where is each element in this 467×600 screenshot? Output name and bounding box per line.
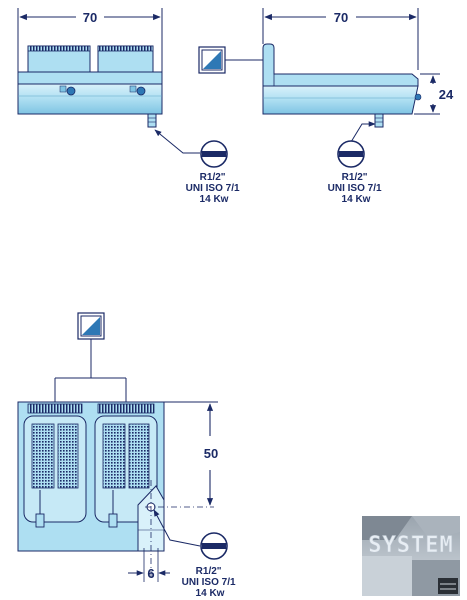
watermark-text: SYSTEM	[368, 533, 453, 558]
top-gas-spec-line3: 14 Kw	[196, 588, 225, 599]
front-gas-connector	[147, 113, 157, 128]
top-basket-4	[128, 423, 150, 489]
top-depth-value: 50	[204, 446, 218, 461]
front-knob-right	[136, 86, 146, 96]
top-basket-1	[31, 423, 55, 489]
front-gas-spec-line2: UNI ISO 7/1	[186, 183, 240, 194]
front-basket-left	[27, 45, 91, 77]
top-gas-spec-line2: UNI ISO 7/1	[182, 577, 236, 588]
front-knob-left	[66, 86, 76, 96]
top-basket-2	[57, 423, 79, 489]
side-gas-symbol-icon	[337, 140, 365, 168]
side-gas-spec-line1: R1/2"	[342, 172, 368, 183]
top-handle-right	[108, 513, 118, 528]
front-top-rim	[17, 71, 163, 85]
side-width-value: 70	[334, 10, 348, 25]
top-vent-right	[97, 403, 155, 414]
top-gas-spec: R1/2" UNI ISO 7/1 14 Kw	[182, 566, 239, 599]
side-thermostat-symbol-icon	[198, 46, 226, 74]
top-offset-dimension: 6	[128, 548, 170, 582]
side-height-dimension: 24	[414, 73, 454, 115]
side-width-dimension: 70	[262, 8, 419, 70]
front-gas-symbol-icon	[200, 140, 228, 168]
side-gas-spec-line3: 14 Kw	[342, 194, 371, 205]
top-depth-dimension: 50	[164, 401, 218, 506]
front-width-dimension: 70	[17, 8, 163, 72]
side-view: 70 24 R1/2	[198, 8, 454, 205]
front-gas-spec-line1: R1/2"	[200, 172, 226, 183]
top-view: 50 6 R1/2" UNI ISO 7/1 14 Kw	[17, 312, 239, 599]
top-handle-left	[35, 513, 45, 528]
front-basket-right	[97, 45, 154, 77]
side-body-top	[262, 43, 419, 87]
system-watermark-logo: SYSTEM	[362, 516, 460, 596]
top-gas-spec-line1: R1/2"	[196, 566, 222, 577]
side-body-panel	[262, 85, 419, 115]
side-gas-spec: R1/2" UNI ISO 7/1 14 Kw	[328, 172, 385, 205]
front-view: 70 R1/2" UNI ISO 7/1	[17, 8, 243, 205]
top-burner-box	[137, 485, 165, 552]
front-gas-spec: R1/2" UNI ISO 7/1 14 Kw	[186, 172, 243, 205]
top-thermostat-symbol-icon	[77, 312, 105, 340]
front-gas-spec-line3: 14 Kw	[200, 194, 229, 205]
front-width-value: 70	[83, 10, 97, 25]
top-offset-value: 6	[147, 566, 154, 581]
top-gas-symbol-icon	[200, 532, 228, 560]
side-gas-connector	[374, 113, 384, 128]
top-basket-3	[102, 423, 126, 489]
top-vent-left	[27, 403, 83, 414]
side-height-value: 24	[439, 87, 454, 102]
side-knob	[414, 93, 422, 101]
side-gas-spec-line2: UNI ISO 7/1	[328, 183, 382, 194]
